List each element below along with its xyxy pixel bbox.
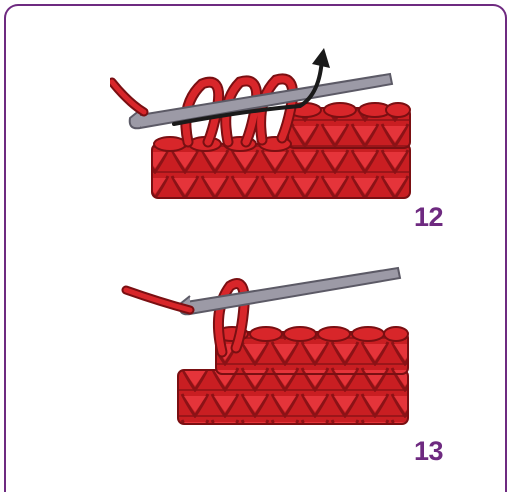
step-12-illustration bbox=[110, 44, 430, 204]
step-number-13: 13 bbox=[414, 436, 443, 467]
crochet-hook bbox=[180, 268, 400, 314]
crochet-fabric-rows bbox=[178, 327, 408, 424]
step-number-12: 12 bbox=[414, 202, 443, 233]
step-13-illustration bbox=[120, 262, 420, 432]
